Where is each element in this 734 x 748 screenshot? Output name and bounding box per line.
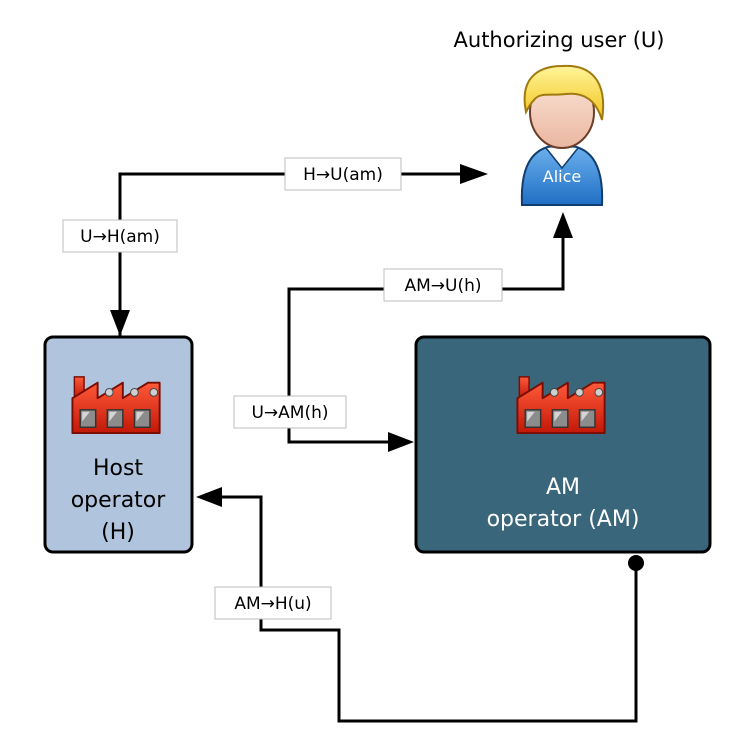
am-operator-box: AM operator (AM) xyxy=(414,335,712,554)
arrowhead-to-user xyxy=(460,164,488,184)
arrowhead-to-host-side xyxy=(196,487,222,507)
label-am-u: AM→U(h) xyxy=(383,268,503,302)
user-avatar-icon: Alice xyxy=(520,64,605,206)
host-operator-box: Host operator (H) xyxy=(43,335,194,554)
connector-am-h xyxy=(220,495,638,723)
am-label-line2: operator (AM) xyxy=(487,507,640,532)
label-u-am: U→AM(h) xyxy=(233,395,347,429)
label-u-am-text: U→AM(h) xyxy=(251,403,328,423)
label-am-h-text: AM→H(u) xyxy=(234,594,311,614)
label-u-h-text: U→H(am) xyxy=(80,227,160,247)
host-label-line2: operator xyxy=(71,488,167,513)
connector-origin-dot xyxy=(628,555,644,571)
connector-h-u xyxy=(118,172,470,336)
arrowhead-to-host-top xyxy=(110,310,130,336)
label-am-u-text: AM→U(h) xyxy=(404,276,481,296)
arrowhead-to-user-bottom xyxy=(553,212,573,238)
avatar-name: Alice xyxy=(543,167,581,186)
label-am-h: AM→H(u) xyxy=(214,586,332,620)
host-label-line3: (H) xyxy=(101,520,135,545)
am-label-line1: AM xyxy=(546,475,580,500)
label-h-u: H→U(am) xyxy=(284,157,402,191)
host-label-line1: Host xyxy=(93,456,143,481)
label-u-h: U→H(am) xyxy=(62,219,178,253)
label-h-u-text: H→U(am) xyxy=(303,165,383,185)
arrowhead-to-am xyxy=(388,432,414,452)
connector-am-u xyxy=(287,230,565,444)
user-title: Authorizing user (U) xyxy=(454,28,665,52)
